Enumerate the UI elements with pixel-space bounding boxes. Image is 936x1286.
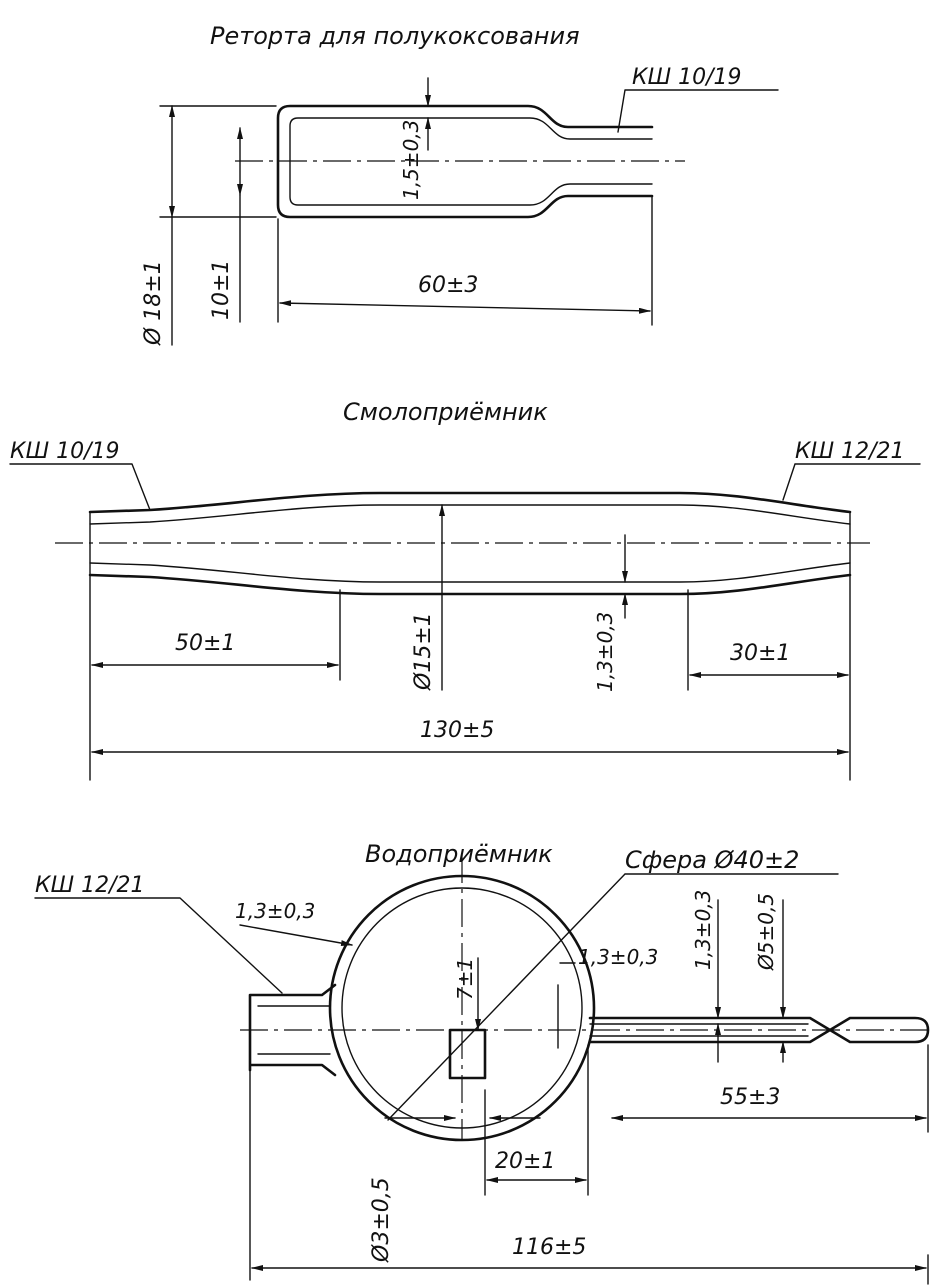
tar-receiver-joint-right-label: КШ 12/21 (795, 439, 905, 464)
tar-receiver-dia-dim: Ø15±1 (411, 612, 436, 691)
water-receiver-joint-leader (34, 897, 283, 994)
tar-receiver-joint-left-leader (9, 463, 151, 511)
water-receiver-outlet-tube (588, 1016, 930, 1044)
retort-section: Реторта для полукоксования КШ 10/19 1,5±… (141, 22, 779, 346)
water-receiver-joint-label: КШ 12/21 (35, 873, 145, 898)
water-receiver-stub-len-dim: 20±1 (495, 1149, 555, 1174)
retort-outer-dia-dim: Ø 18±1 (141, 260, 166, 346)
water-receiver-tube-len-dim: 55±3 (720, 1085, 780, 1110)
retort-length-dim: 60±3 (418, 273, 478, 298)
tar-receiver-left-len-dim: 50±1 (175, 631, 235, 656)
retort-inner-dia-dim: 10±1 (209, 260, 234, 320)
tar-receiver-joint-left-label: КШ 10/19 (10, 439, 120, 464)
water-receiver-inlet-stub (448, 1028, 487, 1080)
water-receiver-sphere-label: Сфера Ø40±2 (625, 846, 799, 874)
water-receiver-wall-right-dim: 1,3±0,3 (578, 945, 658, 969)
tar-receiver-inner (89, 504, 851, 583)
tar-receiver-title: Смолоприёмник (343, 398, 548, 426)
retort-wall-dim: 1,5±0,3 (399, 120, 423, 200)
retort-joint-leader (617, 89, 779, 133)
water-receiver-section: Водоприёмник Сфера Ø40±2 КШ 12/21 20±1 7… (34, 840, 930, 1285)
retort-joint-label: КШ 10/19 (632, 65, 742, 90)
tar-receiver-outer (88, 491, 852, 596)
water-receiver-stub-dia-dim: Ø3±0,5 (369, 1177, 394, 1263)
water-receiver-sphere-leader (387, 873, 839, 1121)
water-receiver-inlet-dim: 7±1 (453, 958, 477, 1000)
water-receiver-title: Водоприёмник (365, 840, 553, 868)
water-receiver-tube-dia-dim: Ø5±0,5 (754, 893, 778, 971)
retort-title: Реторта для полукоксования (210, 22, 580, 50)
tar-receiver-wall-dim: 1,3±0,3 (593, 612, 617, 692)
water-receiver-tube-wall-dim: 1,3±0,3 (691, 890, 715, 970)
tar-receiver-right-len-dim: 30±1 (730, 641, 790, 666)
tar-receiver-joint-right-leader (782, 463, 921, 501)
retort-body-outer (276, 104, 654, 219)
water-receiver-left-neck (248, 983, 337, 1077)
water-receiver-total-dim: 116±5 (512, 1235, 586, 1260)
tar-receiver-section: Смолоприёмник КШ 10/19 КШ 12/21 Ø15±1 1,… (9, 398, 921, 781)
tar-receiver-total-dim: 130±5 (420, 718, 494, 743)
water-receiver-wall-left-dim: 1,3±0,3 (235, 899, 315, 923)
